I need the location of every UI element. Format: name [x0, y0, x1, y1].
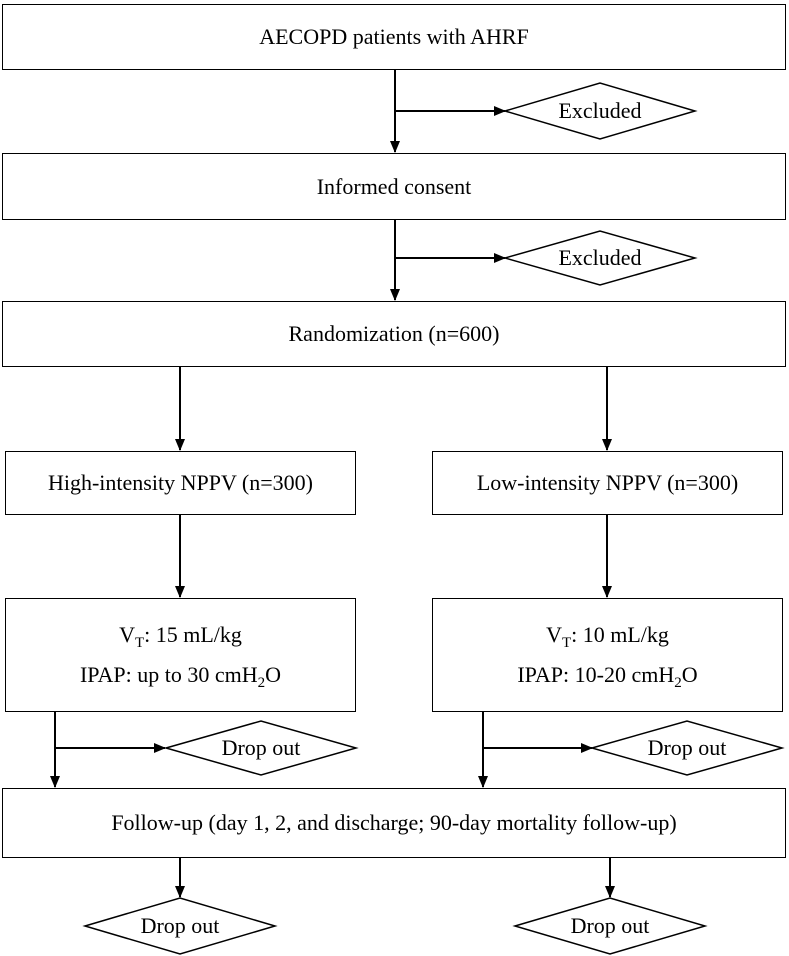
box-high-intensity-group-label: High-intensity NPPV (n=300): [47, 470, 313, 495]
box-randomization-label: Randomization (n=600): [288, 321, 500, 346]
excluded-1-label: Excluded: [558, 98, 642, 123]
box-followup-label: Follow-up (day 1, 2, and discharge; 90-d…: [111, 810, 677, 835]
diamond-excluded-1: [502, 82, 698, 140]
excluded-2-label: Excluded: [558, 245, 642, 270]
dropout-high-label: Drop out: [221, 735, 301, 760]
box-low-intensity-group: Low-intensity NPPV (n=300): [432, 451, 783, 515]
box-high-intensity-group: High-intensity NPPV (n=300): [5, 451, 356, 515]
box-high-intensity-params: VT: 15 mL/kg IPAP: up to 30 cmH2O: [5, 598, 356, 712]
diamond-excluded-2: [502, 230, 698, 286]
dropout-final-right-label: Drop out: [570, 913, 650, 938]
high-vt-line: VT: 15 mL/kg: [119, 622, 242, 651]
box-followup: Follow-up (day 1, 2, and discharge; 90-d…: [2, 788, 786, 858]
box-patients: AECOPD patients with AHRF: [2, 4, 786, 70]
box-low-intensity-group-label: Low-intensity NPPV (n=300): [476, 470, 739, 495]
box-informed-consent-label: Informed consent: [316, 173, 472, 199]
box-patients-label: AECOPD patients with AHRF: [259, 24, 529, 49]
low-vt-line: VT: 10 mL/kg: [546, 622, 669, 651]
diamond-dropout-final-left: [82, 897, 278, 955]
dropout-final-left-label: Drop out: [140, 913, 220, 938]
diamond-dropout-high: [163, 720, 359, 776]
box-informed-consent: Informed consent: [2, 153, 786, 220]
high-ipap-line: IPAP: up to 30 cmH2O: [79, 662, 282, 691]
low-ipap-line: IPAP: 10-20 cmH2O: [517, 662, 698, 691]
diamond-dropout-final-right: [512, 897, 708, 955]
dropout-low-label: Drop out: [647, 735, 727, 760]
diamond-dropout-low: [589, 720, 785, 776]
box-low-intensity-params: VT: 10 mL/kg IPAP: 10-20 cmH2O: [432, 598, 783, 712]
box-randomization: Randomization (n=600): [2, 301, 786, 367]
